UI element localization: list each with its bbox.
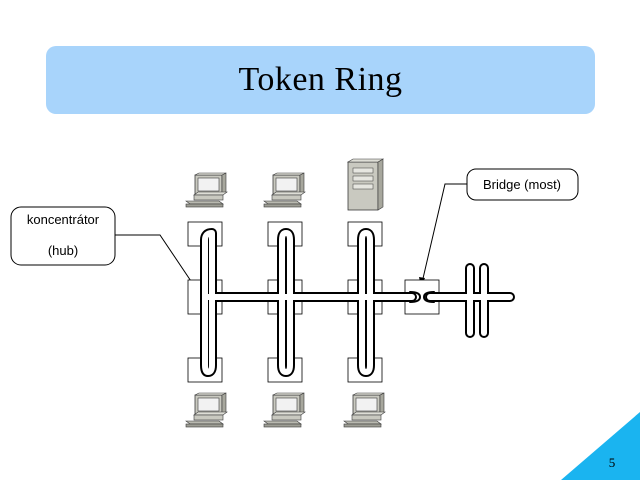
hub-callout-pointer (115, 234, 202, 297)
computer-bottom-3 (343, 392, 386, 428)
title-banner: Token Ring (46, 46, 595, 114)
desktop-computer-icon (185, 392, 228, 428)
desktop-computer-icon (343, 392, 386, 428)
server-tower-icon (346, 158, 385, 211)
desktop-computer-icon (263, 172, 306, 208)
computer-top-2 (263, 172, 306, 208)
desktop-computer-icon (185, 172, 228, 208)
token-ring-cable (200, 228, 515, 377)
server-tower (346, 158, 385, 211)
hub-callout-line2: (hub) (48, 243, 78, 258)
bridge-callout-label: Bridge (most) (483, 177, 561, 192)
hub-callout-line1: koncentrátor (27, 212, 100, 227)
computer-bottom-2 (263, 392, 306, 428)
bridge-callout: Bridge (most) (419, 168, 579, 288)
page-title: Token Ring (238, 61, 403, 98)
corner-accent (561, 412, 640, 480)
computer-bottom-1 (185, 392, 228, 428)
hub-callout: koncentrátor (hub) (10, 206, 202, 297)
page-number: 5 (609, 455, 616, 470)
computer-top-1 (185, 172, 228, 208)
hub-callout-box (10, 206, 116, 266)
bridge-callout-pointer (420, 183, 467, 288)
desktop-computer-icon (263, 392, 306, 428)
